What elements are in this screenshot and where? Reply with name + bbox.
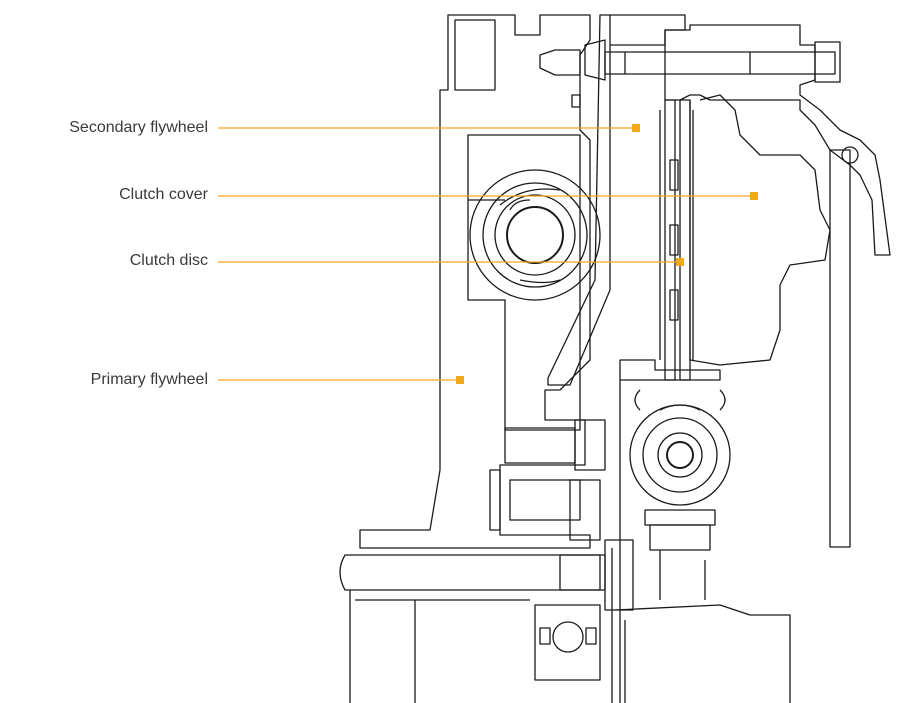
leader-dot-primary-flywheel (456, 376, 464, 384)
label-clutch-cover: Clutch cover (119, 186, 208, 203)
label-clutch-disc: Clutch disc (129, 252, 208, 269)
leader-dot-clutch-disc (676, 258, 684, 266)
primary-flywheel-drawing (359, 14, 591, 549)
leader-dot-secondary-flywheel (632, 124, 640, 132)
top-bolt-drawing (539, 39, 841, 83)
pin-block-drawing (504, 419, 606, 541)
secondary-flywheel-drawing (547, 14, 721, 703)
clutch-disc-drawing (659, 99, 694, 381)
lower-hub-drawing (614, 389, 791, 703)
leader-dot-clutch-cover (750, 192, 758, 200)
damper-spring-drawing (469, 169, 601, 301)
shaft-bearing-drawing (339, 539, 634, 703)
label-secondary-flywheel: Secondary flywheel (69, 119, 208, 136)
label-primary-flywheel: Primary flywheel (90, 371, 208, 388)
clutch-cover-drawing (664, 24, 891, 548)
